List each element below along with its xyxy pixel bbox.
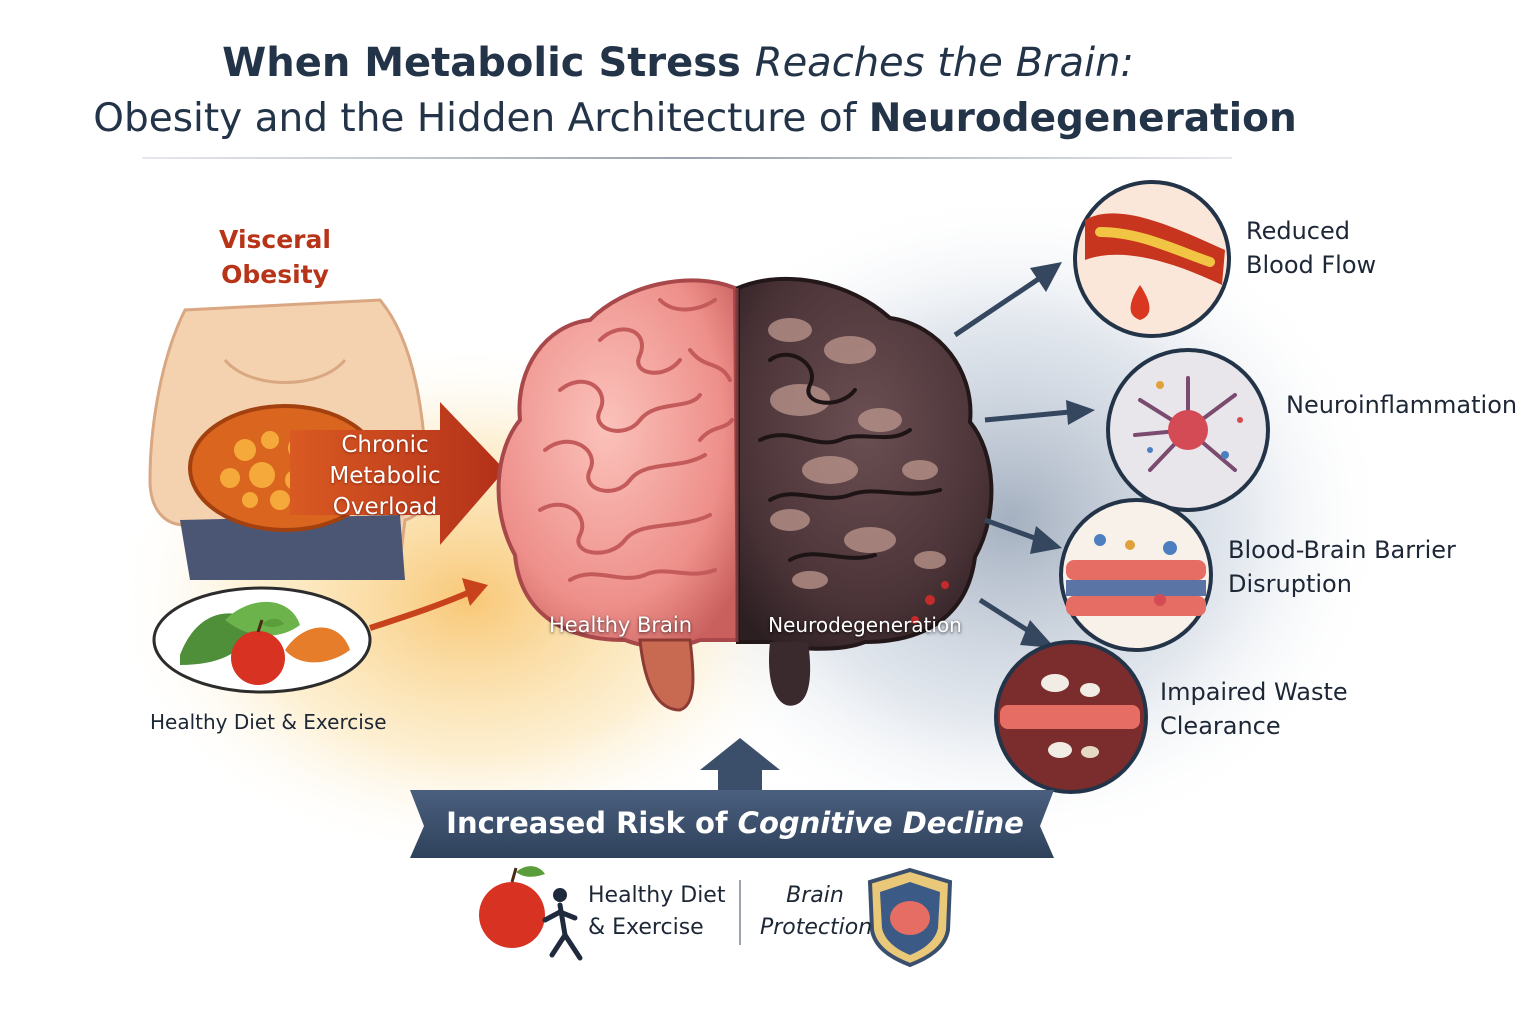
inflamed-cell-icon [1106, 348, 1270, 512]
bottom-diet-label: Healthy Diet & Exercise [588, 880, 725, 944]
bottom-diet-line-2: & Exercise [588, 915, 704, 940]
waste-clearance-icon [994, 640, 1148, 794]
overload-arrow [290, 402, 505, 545]
subtitle-bold-part: Neurodegeneration [868, 96, 1297, 141]
effect-label-neuroinflammation: Neuroinflammation [1286, 388, 1517, 422]
overload-label-line-3: Overload [332, 494, 438, 520]
banner-text-part-2: Cognitive Decline [737, 806, 1024, 840]
shield-brain-icon [867, 867, 953, 968]
protection-line-2: Protection [760, 915, 873, 940]
metabolic-overload-label: Chronic Metabolic Overload [300, 430, 470, 523]
healthy-food-plate [152, 586, 372, 694]
obesity-label-line-1: Visceral [219, 225, 331, 254]
effect-1-line-1: Reduced [1246, 217, 1351, 245]
effect-4-line-1: Impaired Waste [1160, 678, 1348, 706]
obesity-label-line-2: Obesity [221, 260, 329, 289]
brain-protection-label: Brain Protection [760, 880, 873, 944]
neurodegeneration-label: Neurodegeneration [768, 613, 962, 637]
effect-label-blood-flow: Reduced Blood Flow [1246, 214, 1376, 282]
overload-label-line-2: Metabolic [329, 463, 441, 489]
diet-arrow [369, 589, 472, 631]
effect-1-line-2: Blood Flow [1246, 251, 1377, 279]
banner-text-part-1: Increased Risk of [446, 806, 728, 840]
title-line-1: When Metabolic Stress Reaches the Brain: [0, 40, 1356, 86]
banner-ribbon [410, 790, 1054, 858]
title-line-2: Obesity and the Hidden Architecture of N… [0, 96, 1390, 141]
barrier-layer-icon [1059, 498, 1213, 652]
protection-line-1: Brain [786, 883, 844, 908]
overload-label-line-1: Chronic [341, 432, 429, 458]
degenerated-brain-illustration [736, 276, 994, 706]
subtitle-regular-part: Obesity and the Hidden Architecture of [93, 96, 857, 141]
healthy-brain-label: Healthy Brain [548, 613, 693, 637]
blood-vessel-icon [1073, 180, 1231, 338]
title-bold-part: When Metabolic Stress [222, 40, 741, 86]
up-arrow [700, 738, 780, 800]
effect-arrows [953, 262, 1095, 648]
effect-4-line-2: Clearance [1160, 712, 1281, 740]
effect-3-line-1: Blood-Brain Barrier [1228, 536, 1456, 564]
cognitive-decline-banner-text: Increased Risk of Cognitive Decline [410, 806, 1060, 840]
apple-runner-icon [479, 866, 583, 961]
bottom-diet-line-1: Healthy Diet [588, 883, 726, 908]
effect-2-line-1: Neuroinflammation [1286, 391, 1518, 419]
title-divider [142, 157, 1232, 159]
effect-3-line-2: Disruption [1228, 570, 1352, 598]
healthy-brain-illustration [496, 278, 741, 712]
effect-label-waste: Impaired Waste Clearance [1160, 675, 1348, 743]
effect-label-bbb: Blood-Brain Barrier Disruption [1228, 533, 1456, 601]
visceral-obesity-label: Visceral Obesity [195, 222, 355, 292]
title-italic-part: Reaches the Brain: [754, 40, 1134, 86]
healthy-diet-label: Healthy Diet & Exercise [150, 710, 387, 734]
